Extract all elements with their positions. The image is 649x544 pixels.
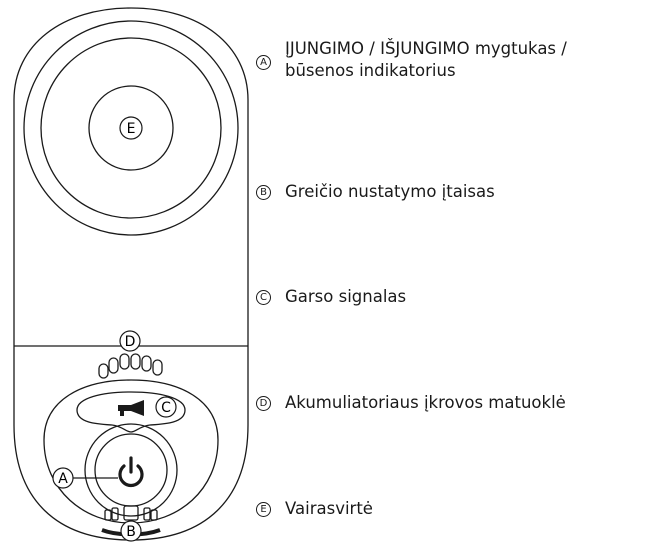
svg-text:B: B [126,524,136,540]
device-label-c: C [155,396,177,418]
legend-item-joystick: E Vairasvirtė [256,498,373,520]
legend-marker-e: E [256,502,271,517]
control-pad-outline [43,379,219,524]
legend-marker-d: D [256,396,271,411]
horn-button [76,391,186,433]
device-label-d: D [119,330,141,352]
horn-icon [118,400,144,416]
power-button-outer-ring [84,423,178,517]
legend-text-joystick: Vairasvirtė [285,499,373,518]
legend-text-battery-gauge: Akumuliatoriaus įkrovos matuoklė [285,393,566,412]
legend-item-speed-setting: B Greičio nustatymo įtaisas [256,181,495,203]
legend-item-power-button: A ĮJUNGIMO / IŠJUNGIMO mygtukas / būseno… [256,38,567,82]
device-label-e: E [119,116,143,140]
battery-gauge-icon [98,353,163,379]
legend-item-horn: C Garso signalas [256,286,406,308]
svg-text:E: E [127,121,136,137]
joystick-inner-ring [88,85,174,171]
device-label-a: A [52,467,74,489]
joystick-outer-ring [23,20,239,236]
legend-text-power-button: ĮJUNGIMO / IŠJUNGIMO mygtukas / būsenos … [285,39,567,80]
device-label-b: B [120,520,142,542]
legend-item-battery-gauge: D Akumuliatoriaus įkrovos matuoklė [256,392,566,414]
legend-marker-c: C [256,290,271,305]
legend-marker-a: A [256,55,271,70]
legend-marker-b: B [256,185,271,200]
legend-text-horn: Garso signalas [285,287,407,306]
joystick-middle-ring [40,37,222,219]
svg-text:D: D [125,334,136,350]
legend-text-speed-setting: Greičio nustatymo įtaisas [285,182,495,201]
legend: A ĮJUNGIMO / IŠJUNGIMO mygtukas / būseno… [256,0,649,544]
svg-text:C: C [161,400,171,416]
speed-setting-wheel-icon [104,505,158,521]
svg-text:A: A [58,471,68,487]
power-icon [118,456,144,488]
